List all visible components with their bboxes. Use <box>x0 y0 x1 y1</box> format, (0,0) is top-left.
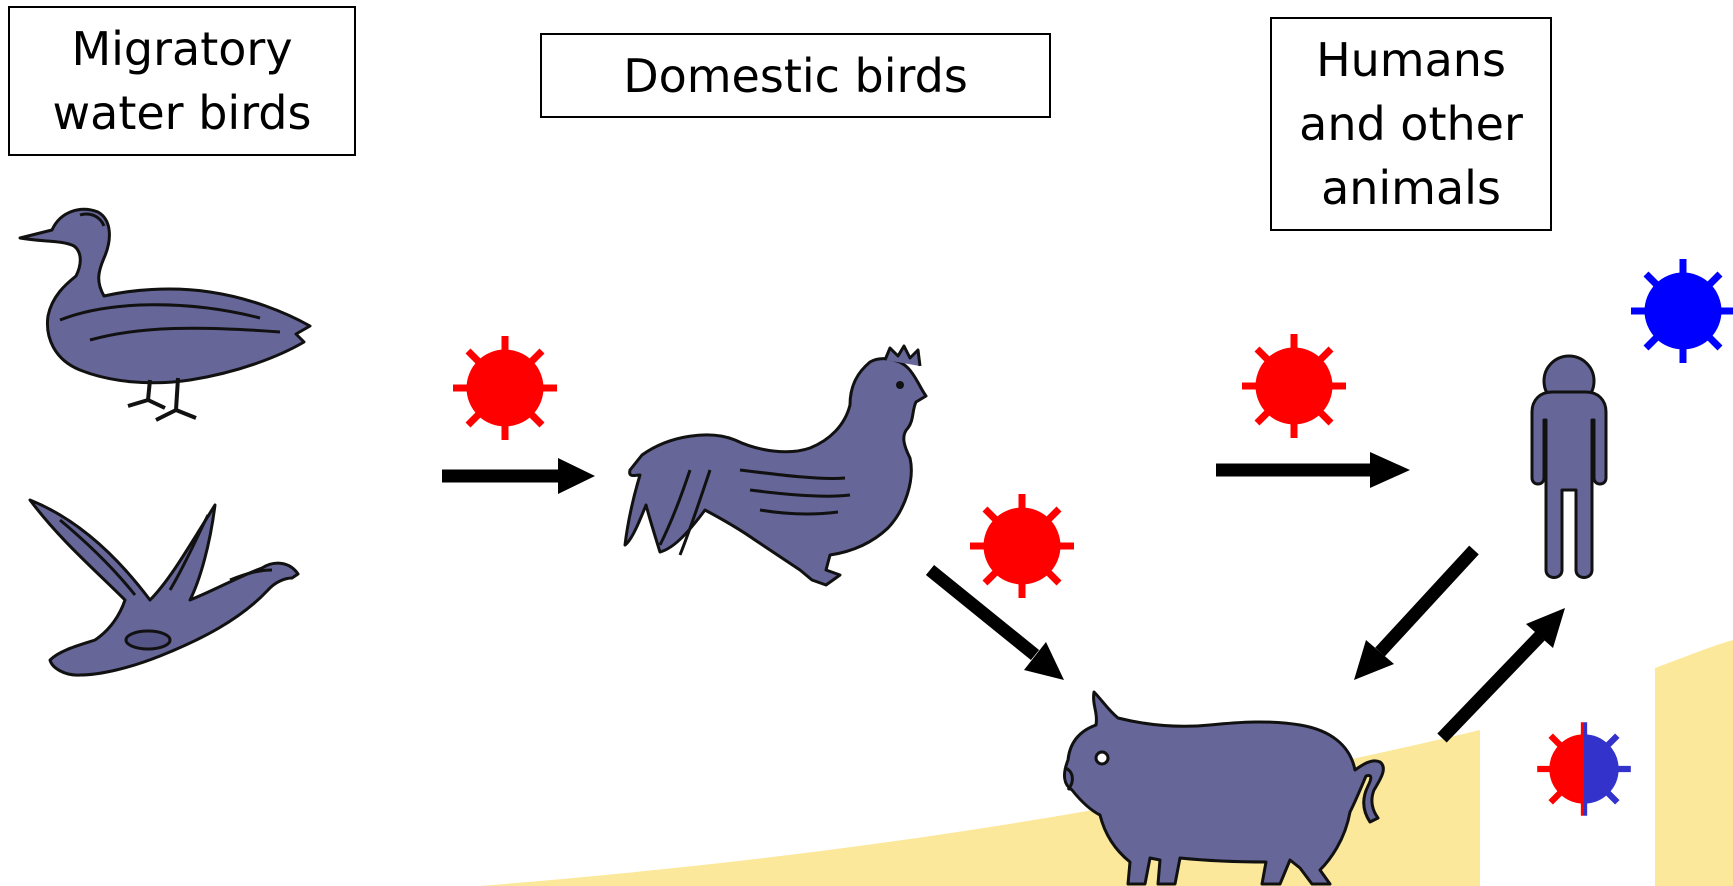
pig-icon <box>1063 690 1385 886</box>
human-icon <box>1530 354 1608 579</box>
arrow-rooster-to-pig <box>925 564 1064 680</box>
domestic-birds-label: Domestic birds <box>540 33 1051 118</box>
red-virus-icon <box>453 336 557 440</box>
arrow-pig-to-human <box>1437 608 1565 743</box>
rooster-icon <box>623 344 928 587</box>
duck-flying-icon <box>28 498 300 677</box>
arrow-ducks-to-rooster <box>442 458 595 494</box>
red-virus-icon <box>1242 334 1346 438</box>
migratory-water-birds-label: Migratory water birds <box>8 6 356 156</box>
duck-standing-icon <box>18 207 312 422</box>
reassortant-virus-icon <box>1537 722 1631 816</box>
arrow-rooster-to-human <box>1216 452 1410 488</box>
humans-and-other-animals-label: Humans and other animals <box>1270 17 1552 231</box>
arrow-human-to-pig <box>1354 545 1479 680</box>
red-virus-icon <box>970 494 1074 598</box>
arrows <box>442 452 1565 743</box>
blue-virus-icon <box>1631 259 1733 363</box>
